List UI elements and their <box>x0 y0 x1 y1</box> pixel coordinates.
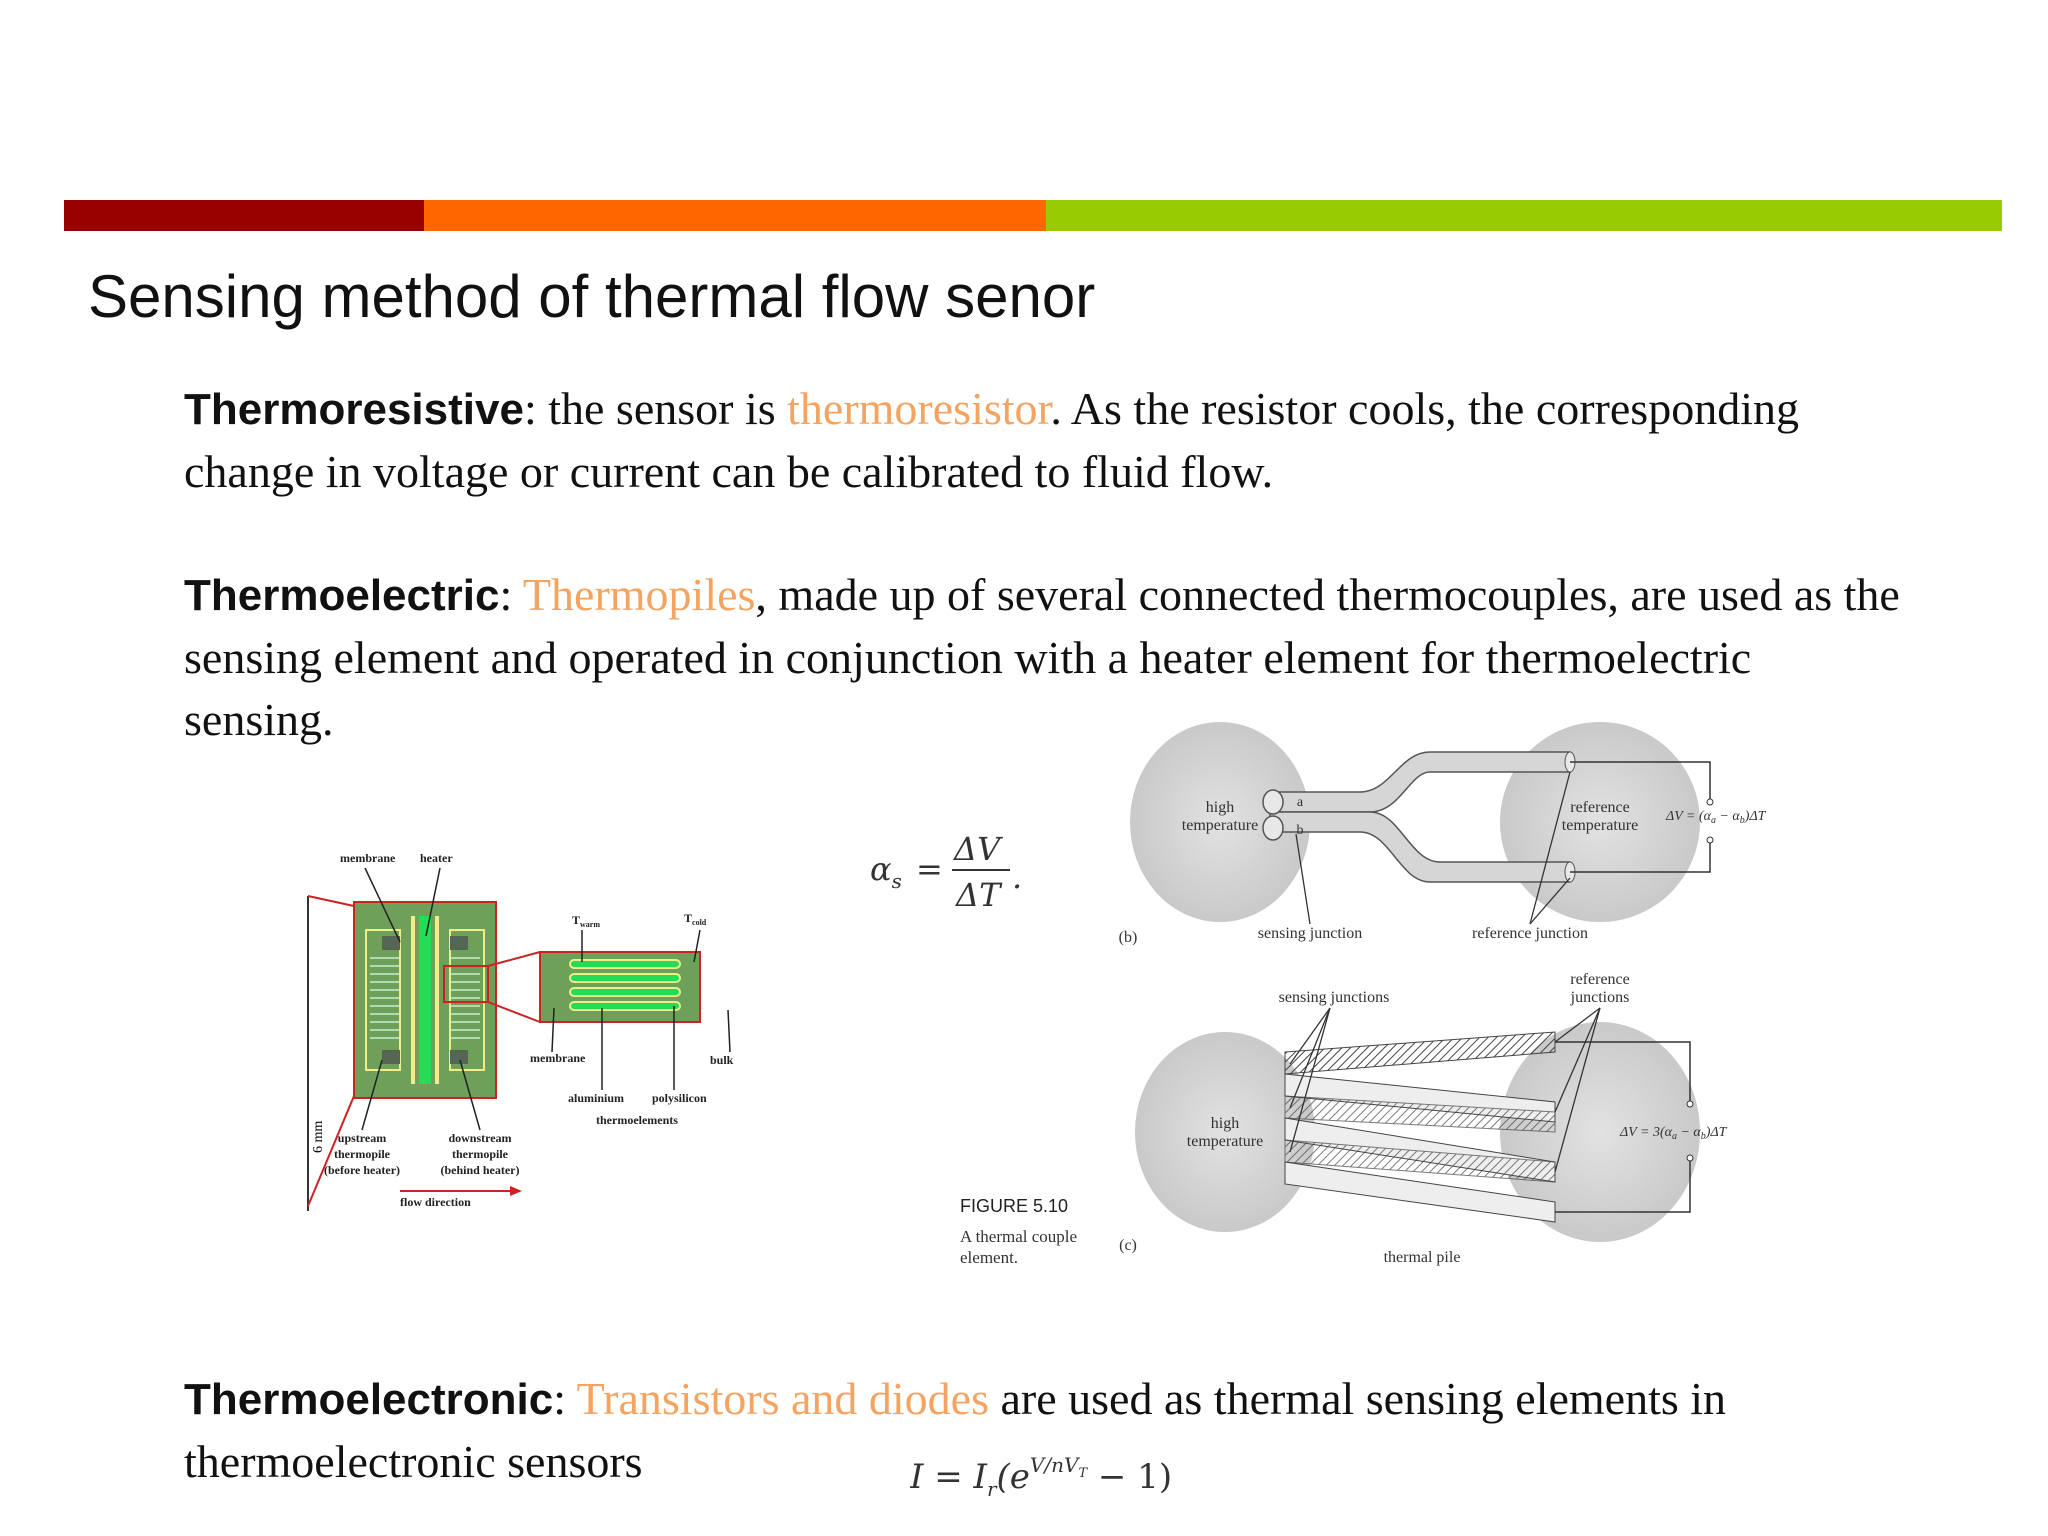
figure-caption: A thermal couple element. <box>960 1227 1078 1267</box>
term-thermoelectronic: Thermoelectronic <box>184 1375 554 1424</box>
label-upstream-3: (before heater) <box>324 1163 400 1177</box>
thermopile-sensor-figure: 6 mm membrane heater Twarm Tcold membran… <box>307 851 734 1211</box>
label-dv-b: ΔV = (αa − αb)ΔT <box>1665 809 1767 826</box>
label-t-cold: Tcold <box>684 911 707 927</box>
label-high-temperature-c-1: high <box>1211 1115 1239 1132</box>
paragraph-thermoelectric: Thermoelectric: Thermopiles, made up of … <box>184 564 1904 751</box>
label-reference-temperature-1: reference <box>1570 799 1630 816</box>
text: are used as thermal sensing elements in … <box>184 1373 1727 1487</box>
label-reference-junctions-2: junctions <box>1570 989 1630 1006</box>
term-thermoelectric: Thermoelectric <box>184 571 500 620</box>
label-high-temperature-b-2: temperature <box>1182 817 1258 834</box>
label-downstream-1: downstream <box>448 1131 511 1145</box>
separator: : <box>553 1373 577 1424</box>
label-membrane: membrane <box>340 851 396 865</box>
eq-numerator: ΔV <box>952 830 1003 868</box>
label-sensing-junction: sensing junction <box>1258 925 1362 942</box>
label-aluminium: aluminium <box>568 1091 624 1105</box>
label-bulk: bulk <box>710 1053 734 1067</box>
paragraph-thermoresistive: Thermoresistive: the sensor is thermores… <box>184 378 1904 503</box>
highlight-thermopiles: Thermopiles <box>522 569 756 620</box>
accent-bar-red <box>64 200 424 231</box>
thermocouple-schematic: high temperature reference temperature a… <box>1119 722 1767 1266</box>
label-flow-direction: flow direction <box>400 1195 471 1209</box>
label-upstream-1: upstream <box>338 1131 386 1145</box>
label-panel-c: (c) <box>1119 1237 1137 1254</box>
diode-eq-text: I = Ir(eV/nVT − 1) <box>910 1453 1172 1501</box>
highlight-transistors-diodes: Transistors and diodes <box>576 1373 989 1424</box>
label-sensing-junctions: sensing junctions <box>1279 989 1390 1006</box>
accent-bar-orange <box>424 200 1046 231</box>
separator: : <box>499 569 523 620</box>
label-polysilicon: polysilicon <box>652 1091 707 1105</box>
text: . As the resistor cools, the correspondi… <box>184 383 1799 497</box>
label-heater: heater <box>420 851 453 865</box>
label-panel-b: (b) <box>1119 929 1138 946</box>
label-upstream-2: thermopile <box>334 1147 391 1161</box>
label-high-temperature-b-1: high <box>1206 799 1234 816</box>
label-membrane-zoom: membrane <box>530 1051 586 1065</box>
separator: : <box>523 383 549 434</box>
label-b: b <box>1297 823 1304 838</box>
slide-title: Sensing method of thermal flow senor <box>88 263 1096 330</box>
label-reference-temperature-2: temperature <box>1562 817 1638 834</box>
label-dv-c: ΔV = 3(αa − αb)ΔT <box>1619 1125 1728 1142</box>
seebeck-equation: αs = ΔV ΔT . <box>870 830 1022 914</box>
paragraph-thermoelectronic: Thermoelectronic: Transistors and diodes… <box>184 1368 1904 1493</box>
label-reference-junction: reference junction <box>1472 925 1588 942</box>
text: the sensor is <box>548 383 788 434</box>
text: , made up of several connected thermocou… <box>184 569 1900 745</box>
eq-equals: = <box>916 850 943 888</box>
eq-denominator: ΔT <box>954 876 1003 914</box>
label-t-warm: Twarm <box>572 913 600 929</box>
label-thermoelements: thermoelements <box>596 1113 678 1127</box>
diode-equation: I = Ir(eV/nVT − 1) <box>910 1453 1172 1501</box>
eq-alpha: αs <box>870 850 902 893</box>
label-reference-junctions-1: reference <box>1570 971 1630 988</box>
term-thermoresistive: Thermoresistive <box>184 385 524 434</box>
label-a: a <box>1297 795 1304 810</box>
label-downstream-2: thermopile <box>452 1147 509 1161</box>
figure-title: FIGURE 5.10 <box>960 1196 1069 1216</box>
highlight-thermoresistor: thermoresistor <box>787 383 1051 434</box>
size-label: 6 mm <box>311 1121 326 1153</box>
label-thermal-pile: thermal pile <box>1384 1249 1461 1266</box>
label-downstream-3: (behind heater) <box>441 1163 520 1177</box>
eq-dot: . <box>1012 858 1022 896</box>
accent-bar-green <box>1046 200 2002 231</box>
label-high-temperature-c-2: temperature <box>1187 1133 1263 1150</box>
